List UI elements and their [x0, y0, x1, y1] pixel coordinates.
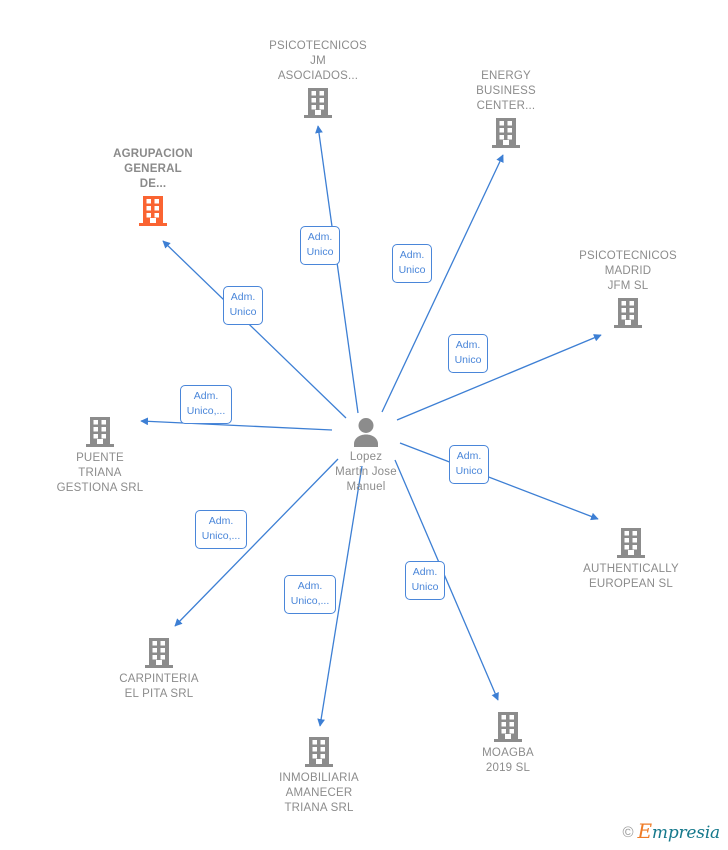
edge-line-psico-jm — [315, 125, 359, 414]
edge-label-psico-madrid[interactable]: Adm. Unico — [447, 333, 489, 373]
edge-line-authentically — [399, 442, 599, 521]
node-label-agrupacion: AGRUPACION GENERAL DE... — [113, 148, 193, 190]
edge-label-moagba[interactable]: Adm. Unico — [404, 560, 446, 600]
edge-label-agrupacion[interactable]: Adm. Unico — [222, 285, 264, 325]
edge-line-carpinteria — [174, 458, 339, 627]
building-icon[interactable] — [304, 736, 334, 768]
edge-line-inmobiliaria — [317, 465, 363, 727]
building-icon[interactable] — [303, 87, 333, 119]
edge-line-agrupacion — [162, 240, 347, 419]
graph-node-agrupacion[interactable]: AGRUPACION GENERAL DE... — [78, 147, 228, 227]
node-label-psico-jm: PSICOTECNICOS JM ASOCIADOS... — [269, 40, 367, 82]
node-label-inmobiliaria: INMOBILIARIA AMANECER TRIANA SRL — [279, 772, 359, 814]
graph-node-carpinteria[interactable]: CARPINTERIA EL PITA SRL — [84, 637, 234, 702]
graph-node-moagba[interactable]: MOAGBA 2019 SL — [433, 711, 583, 776]
building-icon[interactable] — [491, 117, 521, 149]
node-label-energy: ENERGY BUSINESS CENTER... — [476, 70, 536, 112]
edge-line-moagba — [394, 459, 499, 701]
graph-node-psico-madrid[interactable]: PSICOTECNICOS MADRID JFM SL — [553, 249, 703, 329]
edge-label-inmobiliaria[interactable]: Adm. Unico,... — [283, 574, 337, 614]
center-node-label: Lopez Martin Jose Manuel — [335, 451, 397, 493]
graph-node-energy[interactable]: ENERGY BUSINESS CENTER... — [431, 69, 581, 149]
graph-node-authentically[interactable]: AUTHENTICALLY EUROPEAN SL — [556, 527, 706, 592]
edge-label-puente-triana[interactable]: Adm. Unico,... — [179, 384, 233, 424]
node-label-moagba: MOAGBA 2019 SL — [482, 747, 534, 774]
node-label-authentically: AUTHENTICALLY EUROPEAN SL — [583, 563, 679, 590]
node-label-psico-madrid: PSICOTECNICOS MADRID JFM SL — [579, 250, 677, 292]
graph-node-inmobiliaria[interactable]: INMOBILIARIA AMANECER TRIANA SRL — [244, 736, 394, 816]
watermark: © Empresia — [622, 821, 721, 843]
edge-line-psico-madrid — [396, 334, 602, 421]
building-icon[interactable] — [493, 711, 523, 743]
edge-label-authentically[interactable]: Adm. Unico — [448, 444, 490, 484]
building-icon[interactable] — [138, 195, 168, 227]
person-icon[interactable] — [349, 417, 383, 447]
edge-lines — [140, 125, 602, 727]
node-label-puente-triana: PUENTE TRIANA GESTIONA SRL — [56, 452, 144, 494]
edge-line-energy — [381, 154, 504, 413]
edge-label-carpinteria[interactable]: Adm. Unico,... — [194, 509, 248, 549]
node-label-carpinteria: CARPINTERIA EL PITA SRL — [119, 673, 199, 700]
edge-label-psico-jm[interactable]: Adm. Unico — [299, 225, 341, 265]
empresia-logo-initial: E — [637, 819, 653, 843]
graph-node-center[interactable]: Lopez Martin Jose Manuel — [291, 417, 441, 495]
graph-node-psico-jm[interactable]: PSICOTECNICOS JM ASOCIADOS... — [243, 39, 393, 119]
copyright-symbol: © — [622, 824, 634, 841]
building-icon[interactable] — [613, 297, 643, 329]
building-icon[interactable] — [616, 527, 646, 559]
empresia-logo-rest: mpresia — [651, 823, 720, 843]
edge-label-energy[interactable]: Adm. Unico — [391, 243, 433, 283]
building-icon[interactable] — [85, 416, 115, 448]
graph-node-puente-triana[interactable]: PUENTE TRIANA GESTIONA SRL — [25, 416, 175, 496]
building-icon[interactable] — [144, 637, 174, 669]
empresia-logo: Empresia — [638, 821, 721, 843]
edge-line-puente-triana — [140, 417, 333, 431]
